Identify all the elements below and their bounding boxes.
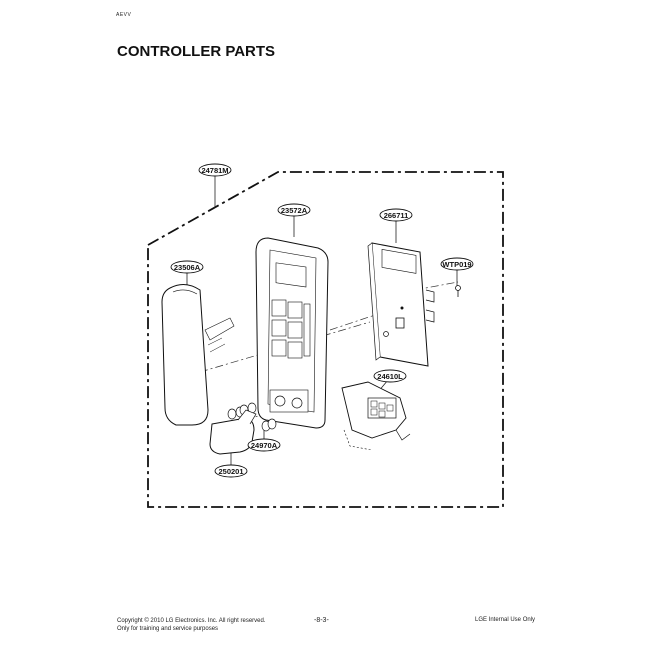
svg-text:250201: 250201	[218, 467, 243, 476]
internal-use-notice: LGE Internal Use Only	[475, 617, 536, 623]
callout-23572a: 23572A	[277, 203, 311, 217]
svg-text:23572A: 23572A	[281, 206, 308, 215]
svg-text:24610L: 24610L	[377, 372, 403, 381]
callout-24781m: 24781M	[198, 163, 232, 177]
part-23506a-cover	[161, 284, 235, 426]
page-number: -8-3-	[314, 617, 329, 624]
callout-wtp019: WTP019	[440, 257, 474, 271]
svg-text:266711: 266711	[384, 211, 409, 220]
part-250201-button	[209, 409, 257, 455]
copyright-notice: Copyright © 2010 LG Electronics. Inc. Al…	[117, 617, 266, 633]
svg-text:WTP019: WTP019	[442, 260, 471, 269]
document-code: AEVV	[116, 12, 132, 18]
assembly-boundary	[147, 171, 504, 508]
copyright-line-1: Copyright © 2010 LG Electronics. Inc. Al…	[117, 618, 266, 624]
part-23572a-panel	[255, 237, 329, 429]
callout-250201: 250201	[214, 464, 248, 478]
part-24610l-bracket	[341, 381, 411, 451]
copyright-line-2: Only for training and service purposes	[117, 626, 219, 632]
svg-text:24970A: 24970A	[251, 441, 278, 450]
part-wtp019-screw	[455, 285, 461, 297]
page-title: CONTROLLER PARTS	[117, 43, 276, 60]
callouts: 24781M 23572A 266711 23506A WTP019 24610…	[170, 163, 474, 478]
callout-24610l: 24610L	[373, 369, 407, 383]
part-266711-pcb	[367, 242, 435, 367]
svg-text:24781M: 24781M	[201, 166, 228, 175]
callout-266711: 266711	[379, 208, 413, 222]
callout-24970a: 24970A	[247, 438, 281, 452]
callout-23506a: 23506A	[170, 260, 204, 274]
svg-text:23506A: 23506A	[174, 263, 201, 272]
